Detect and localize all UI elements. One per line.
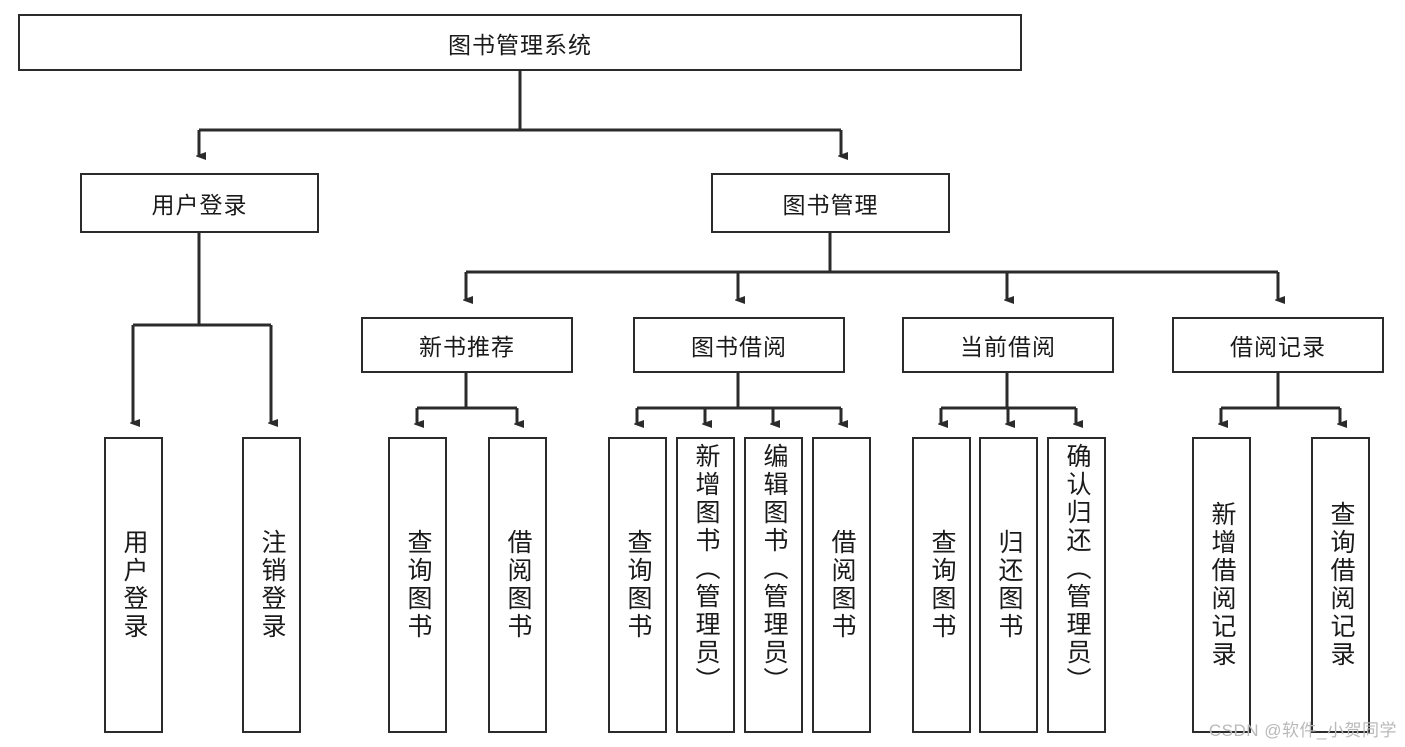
node-book-borrow[interactable]: 图书借阅 [633,317,845,373]
leaf-cb-confirm-return-admin[interactable]: 确认归还（管理员） [1047,437,1106,733]
leaf-logout[interactable]: 注销登录 [242,437,301,733]
node-current-borrow[interactable]: 当前借阅 [902,317,1114,373]
leaf-cb-return-book[interactable]: 归还图书 [979,437,1038,733]
leaf-bb-add-book-admin[interactable]: 新增图书（管理员） [676,437,735,733]
leaf-bb-borrow-book[interactable]: 借阅图书 [812,437,871,733]
csdn-watermark: CSDN @软件_小贺同学 [1208,721,1397,740]
leaf-nb-query-book[interactable]: 查询图书 [388,437,447,733]
node-root-book-management-system[interactable]: 图书管理系统 [18,14,1022,71]
leaf-bb-query-book[interactable]: 查询图书 [608,437,667,733]
leaf-nb-borrow-book[interactable]: 借阅图书 [488,437,547,733]
node-borrow-record[interactable]: 借阅记录 [1172,317,1384,373]
node-user-login[interactable]: 用户登录 [80,173,319,233]
node-new-book-recommend[interactable]: 新书推荐 [361,317,573,373]
leaf-user-login[interactable]: 用户登录 [104,437,163,733]
leaf-cb-query-book[interactable]: 查询图书 [912,437,971,733]
leaf-br-query-record[interactable]: 查询借阅记录 [1311,437,1370,733]
leaf-br-add-record[interactable]: 新增借阅记录 [1192,437,1251,733]
leaf-bb-edit-book-admin[interactable]: 编辑图书（管理员） [744,437,803,733]
node-book-management[interactable]: 图书管理 [711,173,950,233]
